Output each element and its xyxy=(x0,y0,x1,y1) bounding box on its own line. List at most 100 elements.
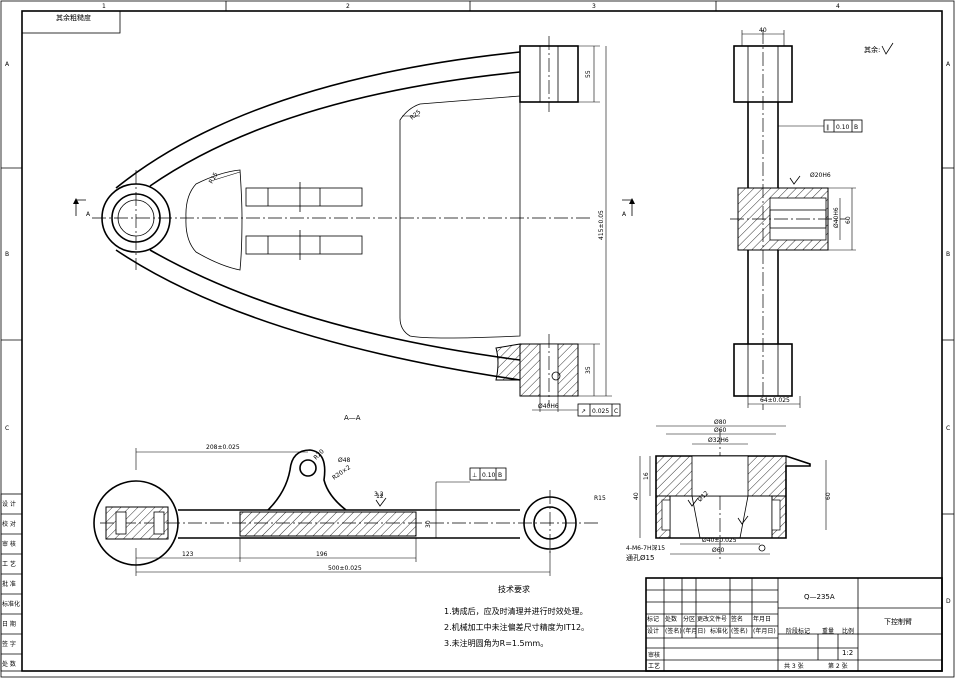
dim-415: 415±0.05 xyxy=(598,210,605,240)
dim-hole: 通孔Ø15 xyxy=(626,553,654,562)
tb-weight: 重量 xyxy=(822,627,834,635)
roughness-icon-1 xyxy=(375,497,387,507)
side-view: 40 ∥ 0.10 B Ø20H6 60 Ø40H6 64±0.025 xyxy=(730,27,863,410)
grid-col-2: 2 xyxy=(346,3,350,10)
dim-196: 196 xyxy=(316,551,328,558)
front-view: R15 R25 55 415±0.05 35 Ø40H6 ↗ 0.025 C A… xyxy=(73,36,635,417)
tolerance-frame-2 xyxy=(469,467,507,481)
section-label: A—A xyxy=(344,414,361,422)
tol-sym-2: ⊥ xyxy=(472,472,477,479)
dim-64: 64±0.025 xyxy=(760,397,790,404)
tb-sheet-no: 第 2 张 xyxy=(828,662,848,670)
tol-sym-1: ∥ xyxy=(826,124,829,131)
tb-sheets: 共 3 张 xyxy=(784,662,804,670)
tb-stage: 阶段标记 xyxy=(786,627,810,635)
left-margin-table: 设 计 校 对 审 核 工 艺 批 准 标准化 日 期 签 字 处 数 xyxy=(0,493,23,672)
surface-note: 其余: xyxy=(864,45,880,54)
grid-col-4: 4 xyxy=(836,3,840,10)
margin-cell-8: 签 字 xyxy=(2,640,16,648)
dim-30: 30 xyxy=(425,520,432,528)
roughness-symbol-icon xyxy=(881,42,894,55)
tol-sym-3: ↗ xyxy=(581,408,586,415)
technical-requirements: 技术要求 1.铸成后，应及时清理并进行时效处理。 2.机械加工中未注偏差尺寸精度… xyxy=(444,584,589,648)
tech-title: 技术要求 xyxy=(498,584,530,594)
dim-r25: R25 xyxy=(409,108,423,121)
margin-cell-6: 标准化 xyxy=(2,600,20,608)
tech-note-3: 3.未注明圆角为R=1.5mm。 xyxy=(444,638,548,648)
dim-phi60b: Ø60 xyxy=(712,547,725,554)
margin-cell-9: 处 数 xyxy=(2,660,16,668)
roughness-val-1: 3.2 xyxy=(374,491,384,498)
margin-cell-5: 批 准 xyxy=(2,580,16,588)
grid-col-3: 3 xyxy=(592,3,596,10)
section-mark-left: A xyxy=(86,211,91,218)
dim-r15b: R15 xyxy=(594,495,606,502)
tb-design-4: 标准化 xyxy=(710,627,728,635)
tb-row-label-4: 更改文件号 xyxy=(697,615,727,623)
grid-row-d-right: D xyxy=(946,598,951,605)
tech-note-1: 1.铸成后，应及时清理并进行时效处理。 xyxy=(444,606,588,616)
dim-r20x2: R20×2 xyxy=(331,464,352,482)
roughness-icon-2 xyxy=(789,175,801,185)
hub-detail-view: Ø80 Ø60 Ø32H6 40 16 60 Ø40±0.025 Ø60 Ø12… xyxy=(626,419,832,562)
section-a-a-view: 208±0.025 R20 Ø48 R20×2 12 30 ⊥ 0.10 B R… xyxy=(93,444,606,576)
dim-55: 55 xyxy=(585,70,592,78)
grid-row-b-right: B xyxy=(946,251,950,258)
dim-r20: R20 xyxy=(312,448,325,461)
margin-cell-3: 审 核 xyxy=(2,540,16,548)
dim-phi20: Ø20H6 xyxy=(810,172,831,179)
roughness-icon-4 xyxy=(737,515,749,525)
dim-phi40: Ø40±0.025 xyxy=(702,537,737,544)
dim-35: 35 xyxy=(585,366,592,374)
tolerance-frame-1 xyxy=(823,119,863,133)
tb-design-1: 设计 xyxy=(647,627,659,635)
tol-val-3: 0.025 xyxy=(592,408,609,415)
tb-design-6: (年月日) xyxy=(753,627,776,635)
tb-row-label-1: 标记 xyxy=(647,615,659,623)
margin-cell-2: 校 对 xyxy=(2,520,16,528)
section-mark-right: A xyxy=(622,211,627,218)
dim-r15: R15 xyxy=(208,171,220,185)
grid-row-c-right: C xyxy=(946,425,950,432)
tb-review: 审核 xyxy=(648,651,660,659)
roughness-icon-3 xyxy=(687,497,699,507)
corner-note: 其余粗糙度 xyxy=(56,13,91,22)
dim-12: 12 xyxy=(376,493,384,500)
tb-row-label-6: 年月日 xyxy=(753,615,771,623)
tb-design-3: (年月日) xyxy=(683,627,706,635)
corner-note-box xyxy=(21,10,121,34)
margin-cell-7: 日 期 xyxy=(2,620,16,628)
tb-row-label-3: 分区 xyxy=(683,615,695,623)
tb-material: Q—235A xyxy=(804,593,835,601)
dim-phi80: Ø80 xyxy=(714,419,727,426)
dim-40-top: 40 xyxy=(759,27,767,34)
dim-16: 16 xyxy=(643,472,650,480)
dim-phi32: Ø32H6 xyxy=(708,437,729,444)
dim-500: 500±0.025 xyxy=(328,565,362,572)
dim-208: 208±0.025 xyxy=(206,444,240,451)
dim-bore-side: Ø40H6 xyxy=(833,207,840,228)
dim-60v: 60 xyxy=(825,492,832,500)
tb-design-5: (签名) xyxy=(731,627,748,635)
grid-row-a-right: A xyxy=(946,61,951,68)
tech-note-2: 2.机械加工中未注偏差尺寸精度为IT12。 xyxy=(444,622,589,632)
tb-process: 工艺 xyxy=(648,662,660,670)
grid-row-b: B xyxy=(5,251,9,258)
dim-40v: 40 xyxy=(633,492,640,500)
tb-design-2: (签名) xyxy=(665,627,682,635)
tb-scale: 1:2 xyxy=(842,649,853,657)
dim-phi48: Ø48 xyxy=(338,457,351,464)
grid-row-a: A xyxy=(5,61,10,68)
tol-datum-1: B xyxy=(854,124,858,131)
tb-row-label-2: 处数 xyxy=(665,615,677,623)
tb-row-label-5: 签名 xyxy=(731,615,743,623)
dim-4m6: 4-M6-7H深15 xyxy=(626,544,665,552)
title-block: 标记 处数 分区 更改文件号 签名 年月日 设计 (签名) (年月日) 标准化 … xyxy=(645,577,943,672)
tol-datum-2: B xyxy=(498,472,502,479)
dim-123: 123 xyxy=(182,551,194,558)
tol-datum-3: C xyxy=(614,408,618,415)
dim-60-side: 60 xyxy=(845,216,852,224)
